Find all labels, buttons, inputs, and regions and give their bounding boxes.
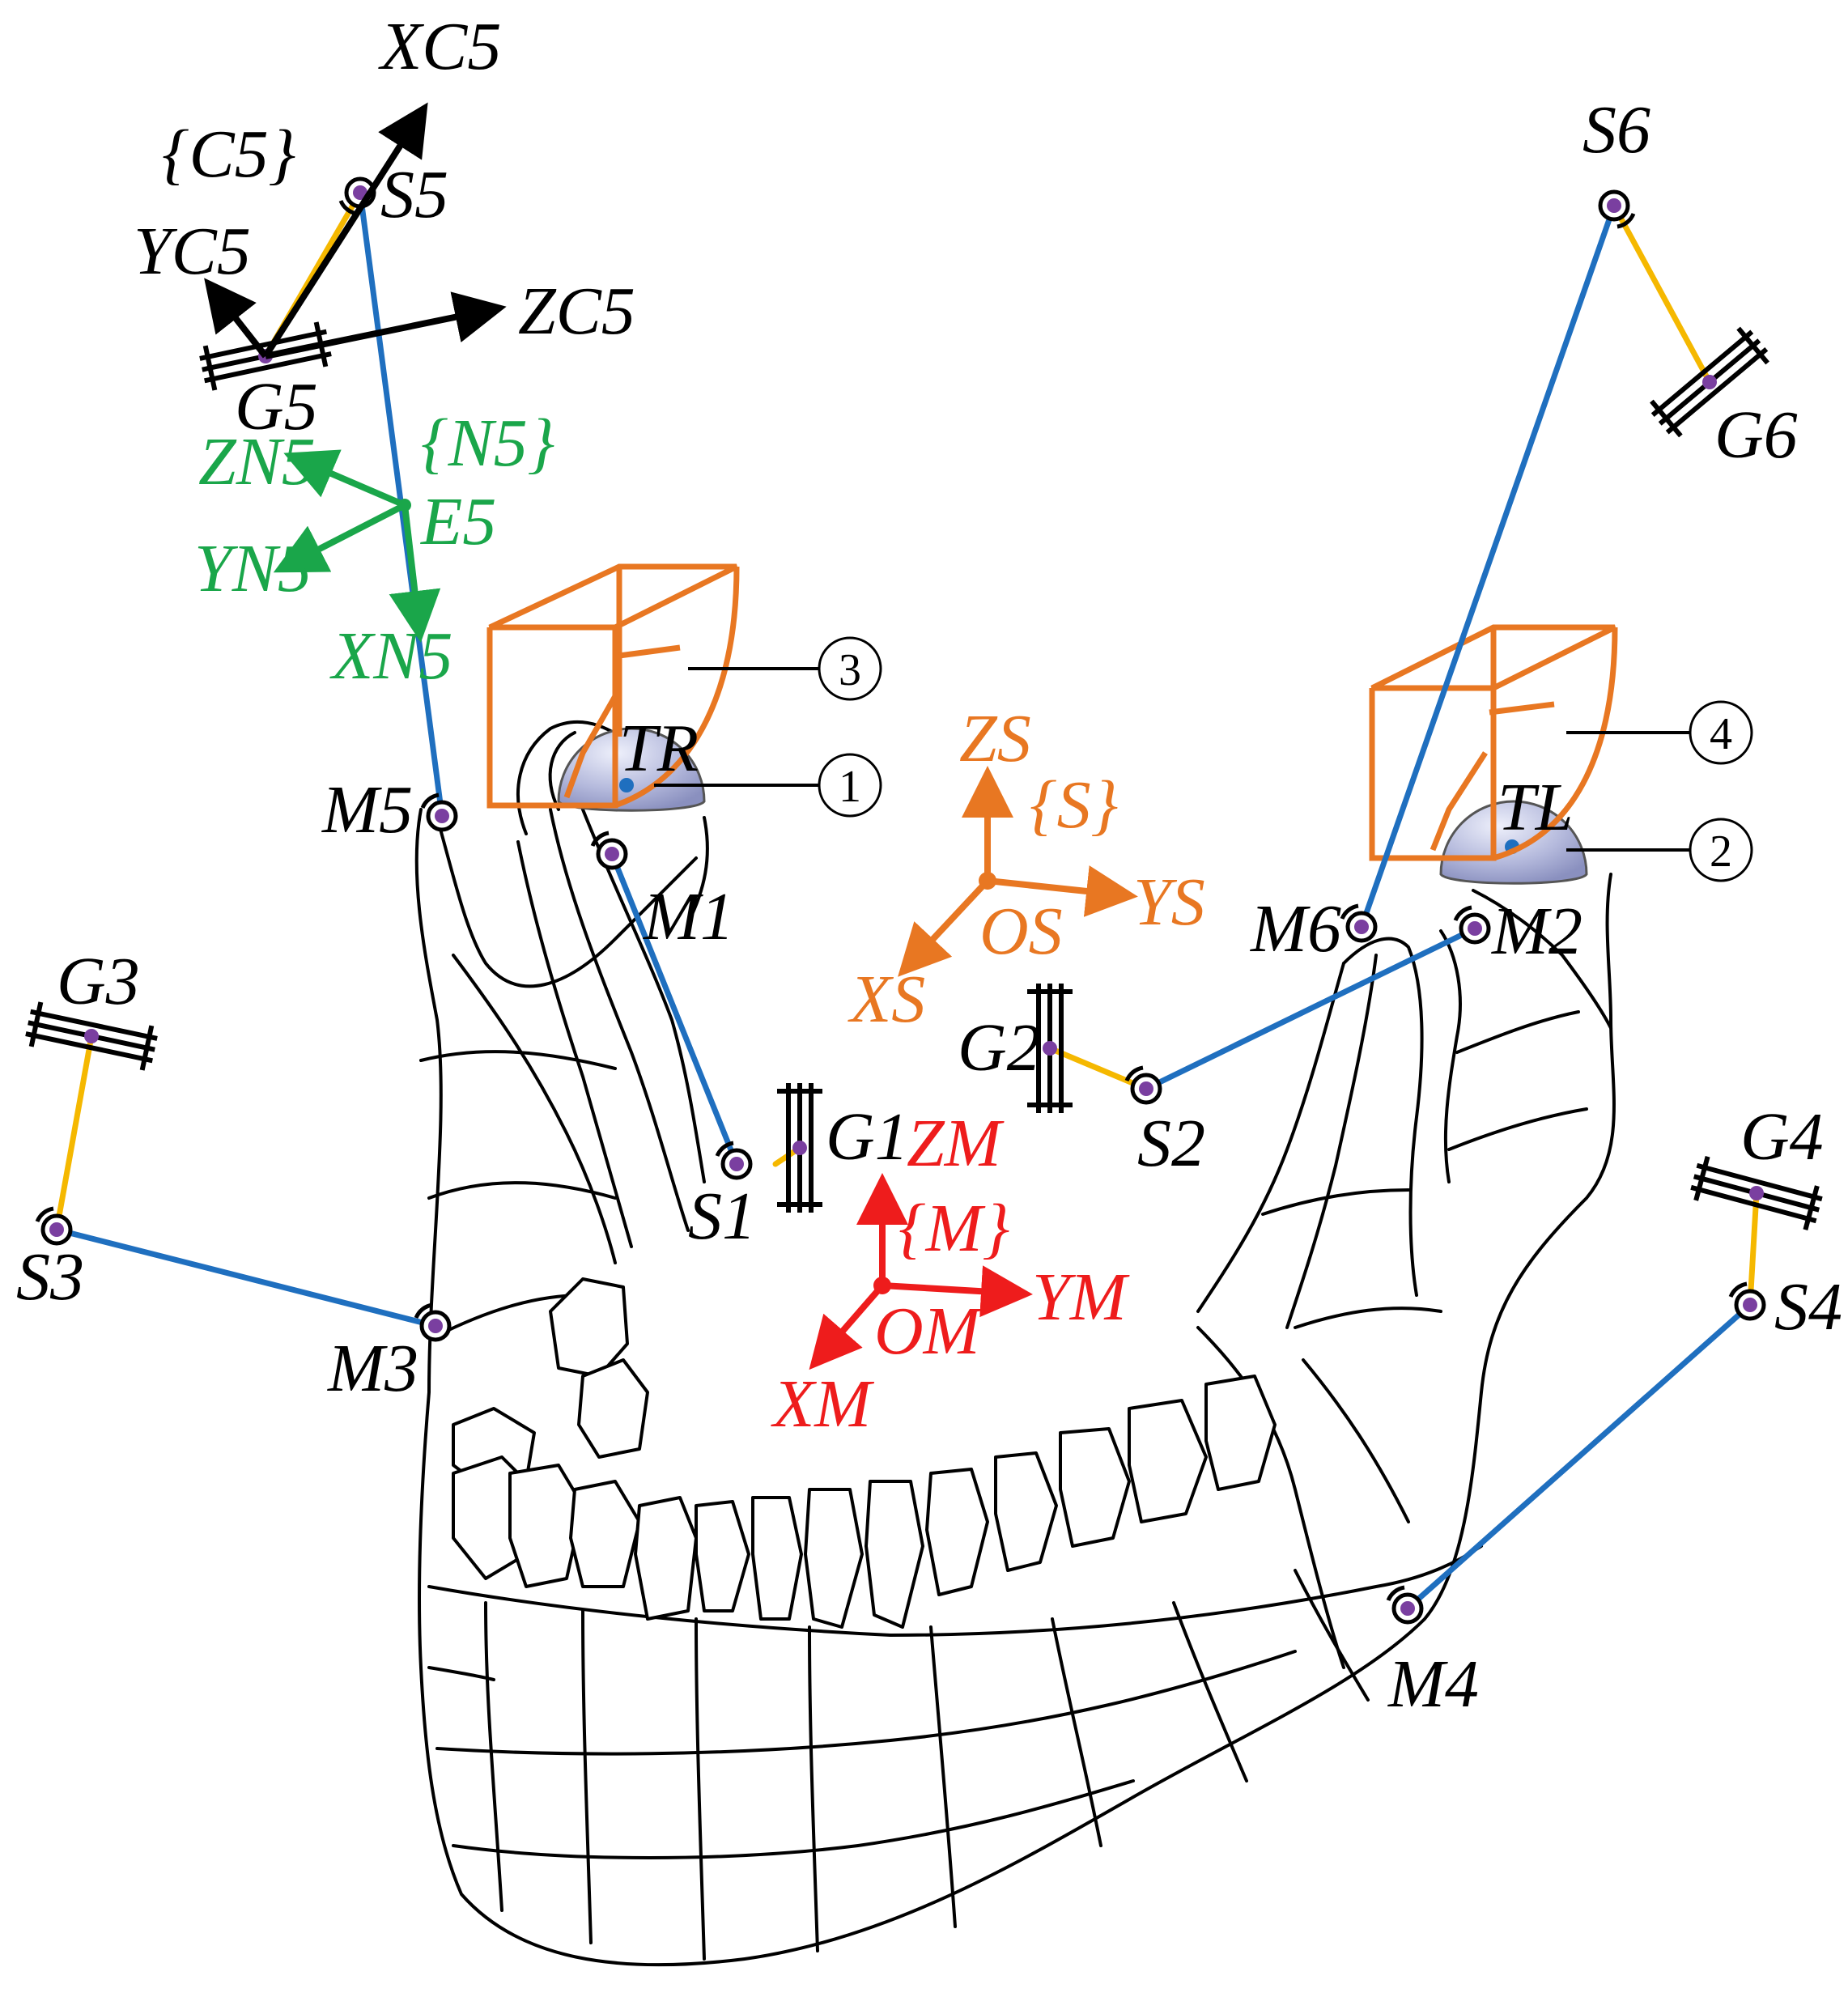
point-g6 bbox=[1702, 375, 1717, 389]
point-s6-label: S6 bbox=[1582, 92, 1650, 168]
point-m5-label: M5 bbox=[321, 772, 413, 848]
point-g4-label: G4 bbox=[1740, 1099, 1824, 1175]
frame-s-title: {S} bbox=[1030, 767, 1118, 843]
coordinate-frame-icon bbox=[204, 102, 507, 359]
axis-zc5-label: ZC5 bbox=[518, 274, 635, 349]
point-m6-label: M6 bbox=[1250, 891, 1341, 967]
coordinate-frame-s bbox=[898, 766, 1138, 977]
point-g2-label: G2 bbox=[958, 1010, 1041, 1086]
point-s1-label: S1 bbox=[688, 1179, 756, 1254]
frame-n5-title: {N5} bbox=[421, 406, 554, 481]
point-s3-label: S3 bbox=[16, 1239, 84, 1315]
callout-1: 1 bbox=[839, 762, 861, 812]
callout-3: 3 bbox=[839, 645, 861, 695]
point-tr-label: TR bbox=[619, 711, 699, 786]
axis-yc5-label: YC5 bbox=[134, 214, 251, 289]
axis-xc5-label: XC5 bbox=[378, 9, 501, 84]
teeth bbox=[452, 1277, 1277, 1629]
axis-yn5-label: YN5 bbox=[194, 531, 312, 606]
axis-zs-label: ZS bbox=[959, 701, 1031, 776]
callout-2: 2 bbox=[1710, 826, 1732, 877]
constraint-box-right bbox=[486, 563, 740, 809]
callout-4: 4 bbox=[1710, 709, 1732, 759]
point-g1 bbox=[792, 1141, 807, 1155]
condyle-sphere-left bbox=[1439, 800, 1588, 885]
point-g3 bbox=[84, 1029, 99, 1043]
coordinate-frame-m bbox=[809, 1173, 1033, 1370]
axis-xn5-label: XN5 bbox=[329, 618, 452, 694]
prismatic-guide-icon bbox=[25, 321, 1823, 1230]
point-g2 bbox=[1043, 1041, 1057, 1056]
frame-m-title: {M} bbox=[899, 1191, 1009, 1266]
point-g1-label: G1 bbox=[826, 1099, 909, 1175]
point-g6-label: G6 bbox=[1714, 397, 1798, 473]
point-os bbox=[979, 872, 996, 890]
axis-xs-label: XS bbox=[848, 962, 925, 1037]
point-s2-label: S2 bbox=[1137, 1106, 1205, 1181]
point-e5-label: E5 bbox=[420, 484, 496, 559]
point-m2-label: M2 bbox=[1491, 894, 1582, 969]
axis-zm-label: ZM bbox=[907, 1106, 1005, 1181]
point-om-label: OM bbox=[874, 1294, 983, 1369]
condyle-sphere-right bbox=[557, 727, 706, 812]
axis-xm-label: XM bbox=[771, 1366, 874, 1442]
spherical-joint-icon bbox=[35, 176, 1766, 1625]
point-os-label: OS bbox=[979, 894, 1063, 969]
frame-c5-title: {C5} bbox=[162, 117, 295, 192]
labels: {C5} XC5 YC5 ZC5 {N5} ZN5 YN5 XN5 E5 {S}… bbox=[16, 9, 1842, 1722]
point-g4 bbox=[1749, 1186, 1764, 1200]
point-e5 bbox=[398, 499, 411, 512]
coordinate-frame-n5 bbox=[273, 449, 441, 643]
point-m3-label: M3 bbox=[327, 1331, 418, 1406]
axis-zn5-label: ZN5 bbox=[198, 424, 316, 499]
point-m4-label: M4 bbox=[1387, 1646, 1479, 1722]
point-m1-label: M1 bbox=[643, 879, 734, 954]
constraint-box-left bbox=[1369, 624, 1618, 861]
mandible-wireframe bbox=[414, 720, 1616, 1967]
point-g5-label: G5 bbox=[235, 369, 318, 444]
axis-ys-label: YS bbox=[1133, 865, 1205, 940]
axis-ym-label: YM bbox=[1032, 1260, 1130, 1335]
point-g3-label: G3 bbox=[57, 944, 140, 1019]
point-tl-label: TL bbox=[1498, 770, 1573, 845]
point-s4-label: S4 bbox=[1774, 1269, 1842, 1345]
callouts: 3 1 4 2 bbox=[654, 636, 1753, 882]
point-om bbox=[873, 1277, 891, 1294]
point-s5-label: S5 bbox=[380, 157, 448, 232]
